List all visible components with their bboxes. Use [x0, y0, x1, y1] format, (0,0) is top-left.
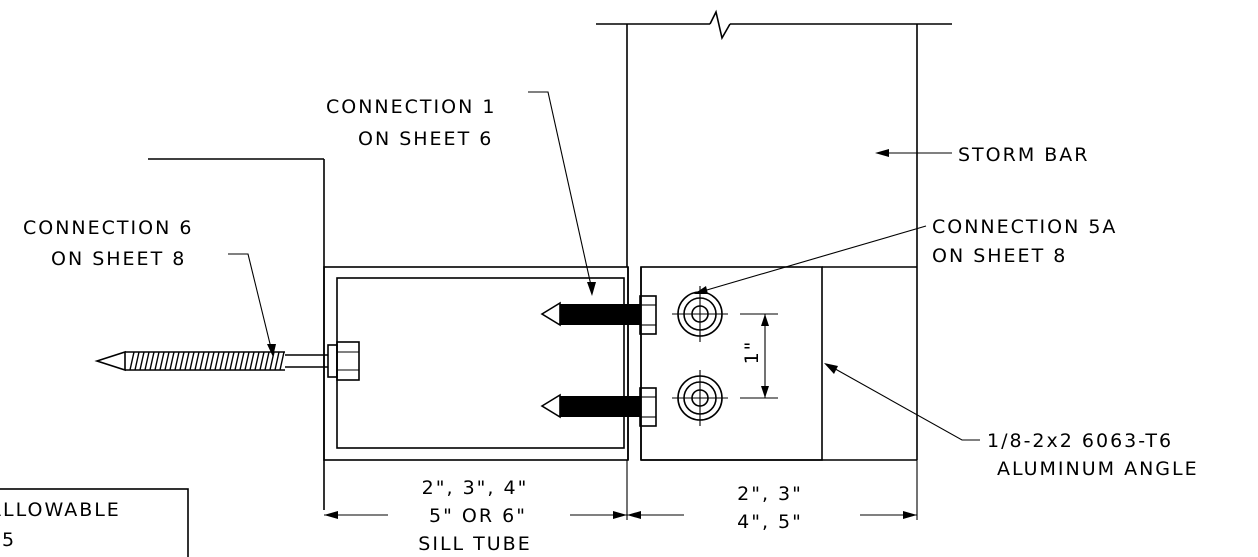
connection-1-label: CONNECTION 1: [326, 96, 496, 118]
angle-spec-label: 1/8-2x2 6063-T6: [987, 430, 1173, 452]
angle-dimension-values-1: 2", 3": [737, 483, 803, 505]
angle-dimension-values-2: 4", 5": [737, 511, 803, 533]
substrate-outline: [148, 158, 325, 510]
sill-tube: [323, 266, 629, 461]
tube-screw-lower: [540, 387, 657, 427]
storm-bar: [596, 9, 952, 460]
spacing-dimension-label: 1": [741, 340, 763, 365]
leader-lines: [228, 91, 980, 441]
tube-screw-upper: [540, 295, 657, 335]
bolt-upper: [672, 286, 728, 342]
allowable-box: [0, 488, 189, 557]
connection-5a-label: CONNECTION 5A: [932, 216, 1117, 238]
connection-6-sheet-label: ON SHEET 8: [51, 248, 186, 270]
break-line-icon: [709, 9, 731, 41]
screw-threads: [129, 351, 285, 371]
spacing-dimension: [740, 313, 778, 399]
connection-1-sheet-label: ON SHEET 6: [358, 128, 493, 150]
connection-5a-sheet-label: ON SHEET 8: [932, 245, 1067, 267]
sill-tube-label: SILL TUBE: [418, 533, 531, 555]
anchor-screw: [94, 341, 360, 381]
connection-6-label: CONNECTION 6: [23, 217, 193, 239]
bottom-dimensions: [324, 460, 918, 520]
storm-bar-label: STORM BAR: [958, 144, 1090, 166]
angle-material-label: ALUMINUM ANGLE: [997, 458, 1199, 480]
bolt-lower: [672, 370, 728, 426]
sill-dimension-values-1: 2", 3", 4": [422, 477, 529, 499]
allowable-label: ALLOWABLE: [0, 499, 121, 521]
aluminum-angle: [627, 266, 917, 461]
allowable-value: 5: [2, 529, 16, 551]
sill-dimension-values-2: 5" OR 6": [429, 505, 527, 527]
